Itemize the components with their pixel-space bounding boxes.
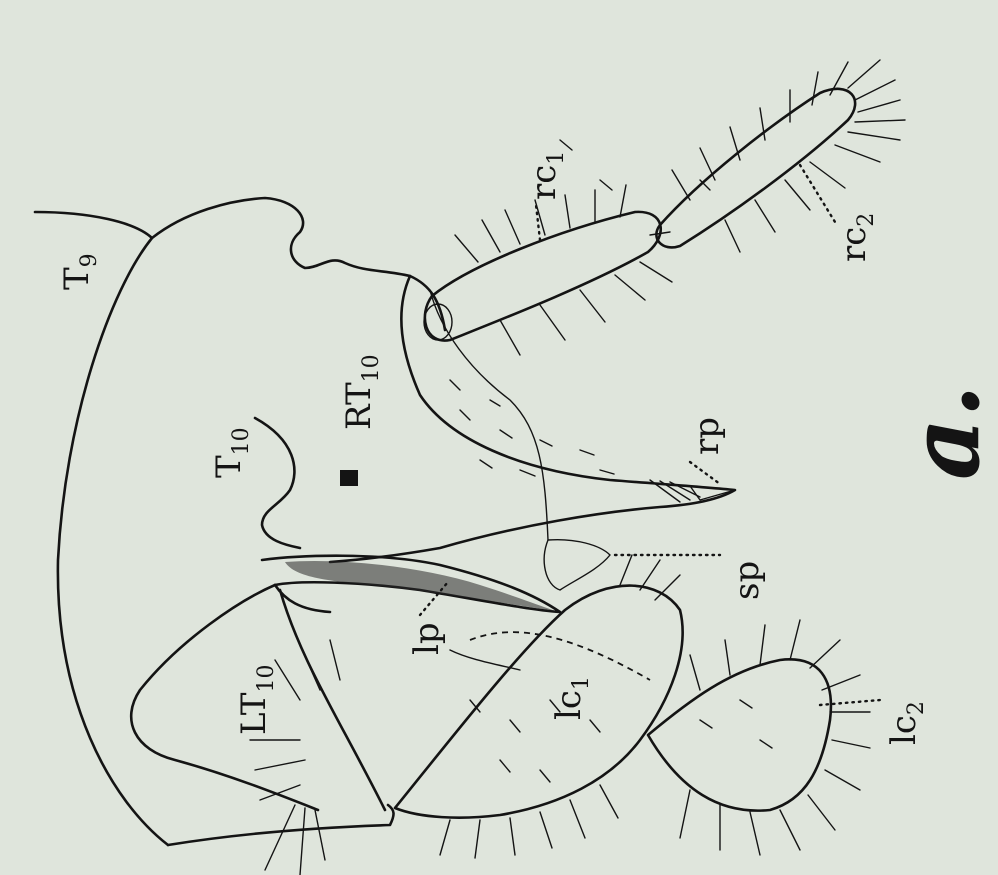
label-lc1: lc1 (549, 676, 594, 720)
svg-text:sp: sp (727, 561, 767, 600)
left-cercus-segment-1 (395, 586, 683, 818)
right-cercus-segment-2 (650, 89, 855, 248)
texture-strokes (450, 140, 772, 782)
right-process-inner-line (430, 290, 548, 540)
figure-letter: a. (888, 384, 998, 480)
svg-text:rc1: rc1 (524, 151, 569, 200)
label-rc2: rc2 (834, 213, 879, 262)
label-lp: lp (407, 622, 447, 655)
svg-text:T10: T10 (209, 427, 254, 478)
svg-text:a.: a. (888, 384, 998, 480)
tergite-9-outline (35, 212, 168, 845)
svg-text:RT10: RT10 (339, 354, 384, 430)
label-rt10: RT10 (339, 354, 384, 430)
label-rc1: rc1 (524, 151, 569, 200)
svg-text:rp: rp (687, 417, 727, 455)
svg-text:lc1: lc1 (549, 676, 594, 720)
svg-text:rc2: rc2 (834, 213, 879, 262)
left-paramere (262, 556, 560, 612)
leader-lines (420, 165, 880, 705)
subanal-plate-outline (544, 540, 610, 590)
label-t10: T10 (209, 427, 254, 478)
label-t9: T9 (57, 253, 102, 290)
right-process-tip-hatching (650, 480, 735, 502)
tergite-10-notch (255, 418, 300, 548)
pigment-spot (340, 470, 358, 486)
label-lc2: lc2 (884, 701, 929, 745)
left-tergite-10-inner (280, 590, 385, 810)
svg-text:T9: T9 (57, 253, 102, 290)
svg-text:LT10: LT10 (234, 665, 279, 735)
label-sp: sp (727, 561, 767, 600)
left-tergite-10-base (168, 805, 394, 845)
label-rp: rp (687, 417, 727, 455)
svg-text:lp: lp (407, 622, 447, 655)
right-process-outline (330, 276, 735, 562)
label-lt10: LT10 (234, 665, 279, 735)
right-cercus-segment-1 (424, 212, 661, 341)
left-cercus-segment-2 (648, 659, 831, 810)
svg-text:lc2: lc2 (884, 701, 929, 745)
